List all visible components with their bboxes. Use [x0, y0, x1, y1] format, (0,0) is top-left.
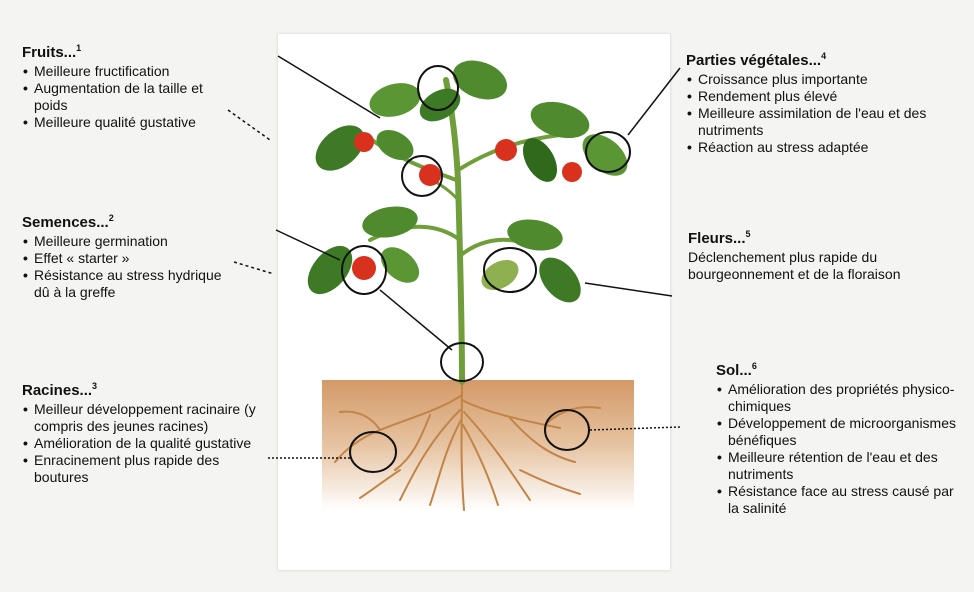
list-item: Meilleure rétention de l'eau et des nutr… [716, 449, 966, 483]
list-item: Meilleure assimilation de l'eau et des n… [686, 105, 966, 139]
racines-list: Meilleur développement racinaire (y comp… [22, 401, 258, 486]
list-item: Meilleure germination [22, 233, 232, 250]
list-item: Résistance au stress hydrique dû à la gr… [22, 267, 232, 301]
list-item: Enracinement plus rapide des boutures [22, 452, 258, 486]
parties-block: Parties végétales...4 Croissance plus im… [686, 48, 966, 156]
list-item: Rendement plus élevé [686, 88, 966, 105]
list-item: Augmentation de la taille et poids [22, 80, 232, 114]
semences-title: Semences...2 [22, 210, 232, 231]
sol-title: Sol...6 [716, 358, 966, 379]
fruits-block: Fruits...1 Meilleure fructification Augm… [22, 40, 232, 131]
parties-title: Parties végétales...4 [686, 48, 966, 69]
list-item: Croissance plus importante [686, 71, 966, 88]
semences-list: Meilleure germination Effet « starter » … [22, 233, 232, 301]
parties-list: Croissance plus importante Rendement plu… [686, 71, 966, 156]
fruits-list: Meilleure fructification Augmentation de… [22, 63, 232, 131]
list-item: Réaction au stress adaptée [686, 139, 966, 156]
racines-block: Racines...3 Meilleur développement racin… [22, 378, 258, 486]
fleurs-text: Déclenchement plus rapide du bourgeonnem… [688, 249, 964, 283]
fleurs-block: Fleurs...5 Déclenchement plus rapide du … [688, 226, 964, 283]
list-item: Effet « starter » [22, 250, 232, 267]
sol-block: Sol...6 Amélioration des propriétés phys… [716, 358, 966, 517]
list-item: Meilleure qualité gustative [22, 114, 232, 131]
list-item: Amélioration des propriétés physico-chim… [716, 381, 966, 415]
racines-title: Racines...3 [22, 378, 258, 399]
list-item: Meilleur développement racinaire (y comp… [22, 401, 258, 435]
semences-block: Semences...2 Meilleure germination Effet… [22, 210, 232, 301]
sol-list: Amélioration des propriétés physico-chim… [716, 381, 966, 517]
list-item: Résistance face au stress causé par la s… [716, 483, 966, 517]
list-item: Développement de microorganismes bénéfiq… [716, 415, 966, 449]
list-item: Amélioration de la qualité gustative [22, 435, 258, 452]
fleurs-title: Fleurs...5 [688, 226, 964, 247]
leaves [299, 54, 635, 311]
fruits-title: Fruits...1 [22, 40, 232, 61]
list-item: Meilleure fructification [22, 63, 232, 80]
soil-area [322, 380, 634, 510]
